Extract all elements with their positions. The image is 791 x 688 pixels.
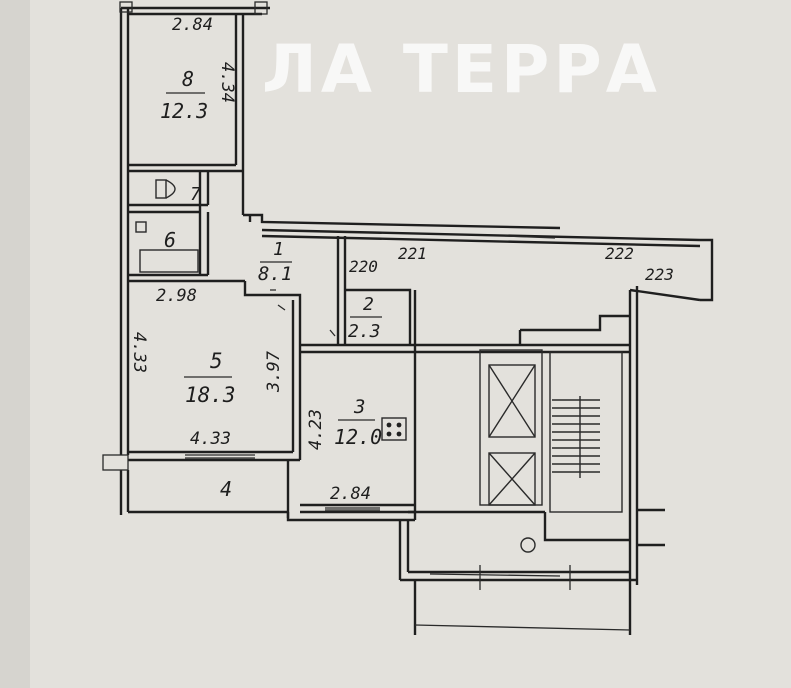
dimension-left-4-33: 4.33 (129, 332, 149, 373)
room-4-number: 4 (220, 477, 232, 501)
watermark-logo: ЛА ТЕРРА (262, 31, 661, 108)
room-7-number: 7 (190, 184, 201, 205)
washbasin-icon (135, 221, 147, 233)
dimension-labels: 2.84 4.34 2.98 4.33 3.97 4.33 4.23 2.84 (129, 15, 371, 504)
chute-icon (520, 537, 536, 553)
dimension-top-2-98: 2.98 (156, 286, 197, 306)
dimension-side-4-34: 4.34 (217, 62, 237, 103)
room-2-number: 2 (363, 294, 374, 315)
dimension-right-3-97: 3.97 (264, 350, 284, 393)
room-2-area: 2.3 (348, 321, 381, 342)
dimension-bottom-4-33: 4.33 (190, 429, 231, 449)
room-labels: 8 12.3 7 6 1 8.1 2 2.3 5 18.3 3 12.0 4 (160, 67, 382, 501)
toilet-bowl-icon (165, 179, 176, 199)
room-3-area: 12.0 (334, 425, 382, 449)
code-220: 220 (349, 257, 378, 276)
stair-steps (552, 396, 600, 478)
code-222: 222 (605, 244, 634, 263)
elevator-cab-2 (488, 452, 536, 506)
room-1-area: 8.1 (258, 263, 292, 285)
room-8-number: 8 (182, 67, 194, 91)
dimension-top-2-84: 2.84 (172, 15, 213, 35)
room-1-number: 1 (273, 239, 284, 260)
walls (119, 6, 714, 635)
dimension-left-4-23: 4.23 (306, 409, 326, 450)
code-223: 223 (645, 265, 674, 284)
room-3-number: 3 (353, 396, 365, 418)
toilet-icon (155, 179, 167, 199)
elevator-cab-1 (488, 364, 536, 438)
stove-icon (381, 417, 407, 441)
fixtures (135, 179, 623, 553)
dimension-bottom-2-84: 2.84 (330, 484, 371, 504)
room-6-number: 6 (164, 228, 176, 252)
windows (102, 1, 571, 590)
room-5-area: 18.3 (185, 383, 236, 407)
room-8-area: 12.3 (160, 99, 208, 123)
room-5-number: 5 (210, 349, 223, 373)
staircase (549, 351, 623, 513)
section-codes: 220 221 222 223 (349, 244, 674, 284)
code-221: 221 (398, 244, 427, 263)
bathtub-icon (139, 249, 199, 273)
paper-edge-left (0, 0, 30, 688)
